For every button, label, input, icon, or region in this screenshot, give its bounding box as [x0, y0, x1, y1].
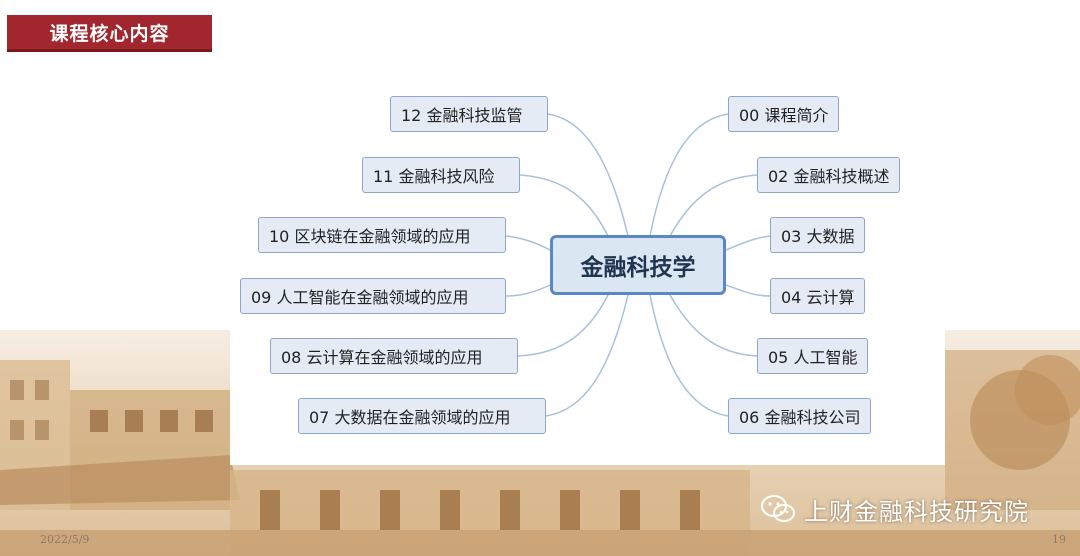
branch-node-left: 08 云计算在金融领域的应用: [270, 338, 518, 374]
connector-left-10: [505, 235, 551, 251]
connector-right-6: [649, 294, 729, 417]
slide-date: 2022/5/9: [40, 533, 90, 546]
branch-node-left: 09 人工智能在金融领域的应用: [240, 278, 506, 314]
connector-right-1: [649, 113, 729, 237]
watermark: 上财金融科技研究院: [760, 492, 1029, 526]
connector-right-2: [669, 174, 758, 237]
branch-node-left: 11 金融科技风险: [362, 157, 520, 193]
central-topic-node: 金融科技学: [550, 235, 726, 295]
page-number: 19: [1052, 533, 1066, 546]
branch-node-right: 00 课程简介: [728, 96, 840, 132]
branch-node-right: 05 人工智能: [757, 338, 869, 374]
branch-node-right: 03 大数据: [770, 217, 866, 253]
wechat-icon: [761, 495, 795, 522]
branch-node-right: 02 金融科技概述: [757, 157, 901, 193]
watermark-text: 上财金融科技研究院: [804, 497, 1029, 526]
connector-left-07: [545, 294, 629, 417]
branch-node-left: 10 区块链在金融领域的应用: [258, 217, 506, 253]
branch-node-right: 06 金融科技公司: [728, 398, 872, 434]
branch-node-right: 04 云计算: [770, 278, 866, 314]
connector-left-08: [517, 294, 609, 357]
connector-left-12: [547, 113, 629, 237]
connector-right-4: [725, 284, 771, 297]
connector-left-09: [505, 284, 551, 297]
slide-title: 课程核心内容: [7, 15, 212, 52]
branch-node-left: 07 大数据在金融领域的应用: [298, 398, 546, 434]
branch-node-left: 12 金融科技监管: [390, 96, 548, 132]
connector-right-3: [725, 235, 771, 251]
connector-right-5: [669, 294, 758, 357]
connector-left-11: [519, 174, 609, 237]
